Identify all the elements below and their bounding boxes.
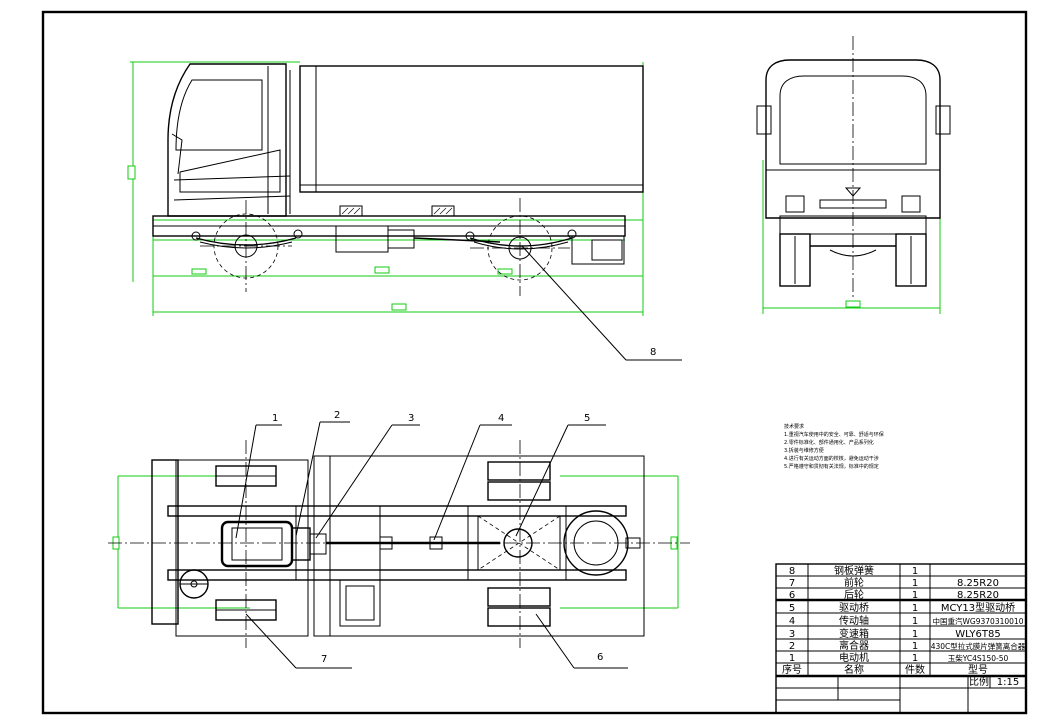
bom-row-5-model: MCY13型驱动桥	[941, 601, 1015, 614]
callout-6: 6	[597, 652, 603, 663]
callout-3: 3	[408, 413, 414, 424]
bom-row-1-name: 电动机	[839, 651, 869, 664]
bom-row-3-model: WLY6T85	[955, 629, 1000, 640]
bom-row-4-qty: 1	[912, 616, 918, 627]
scale-value: 1:15	[997, 677, 1019, 688]
callout-7: 7	[321, 654, 327, 665]
bom-header-model: 型号	[968, 663, 988, 676]
bom-row-5-no: 5	[789, 603, 795, 614]
side-view: 8	[127, 61, 682, 361]
bom-row-2-model: 430C型拉式膜片弹簧离合器	[931, 641, 1026, 651]
bom-row-7-no: 7	[789, 578, 795, 589]
bom-row-6-name: 后轮	[844, 588, 864, 601]
note-line-2: 2.零件标准化、部件通用化、产品系列化	[784, 439, 874, 446]
bom-row-2-name: 离合器	[839, 639, 869, 652]
callout-5: 5	[584, 413, 590, 424]
top-view: 1 2 3 4 5 6 7	[108, 410, 690, 669]
bom-row-2-no: 2	[789, 641, 795, 652]
bom-row-7-model: 8.25R20	[957, 578, 999, 589]
bom-row-1-model: 玉柴YC4S150-50	[948, 653, 1009, 663]
notes-title: 技术要求	[784, 423, 804, 430]
callout-1: 1	[272, 413, 278, 424]
bom-row-7-name: 前轮	[844, 576, 864, 589]
bom-header-qty: 件数	[905, 663, 925, 676]
bom-row-7-qty: 1	[912, 578, 918, 589]
bom-row-5-name: 驱动桥	[839, 602, 869, 614]
callout-2: 2	[334, 410, 340, 421]
bom-row-6-model: 8.25R20	[957, 590, 999, 601]
bom-row-3-no: 3	[789, 629, 795, 640]
note-line-5: 5.严格遵守和贯彻有关法规，标准中的规定	[784, 463, 879, 470]
bom-row-1-no: 1	[789, 653, 795, 664]
bom-row-6-no: 6	[789, 590, 795, 601]
note-line-4: 4.进行有关运动方面的校核，避免运动干涉	[784, 455, 879, 462]
bom-row-2-qty: 1	[912, 641, 918, 652]
bom-header-name: 名称	[844, 663, 864, 676]
bom-row-8-qty: 1	[912, 566, 918, 577]
callout-4: 4	[498, 413, 504, 424]
scale-label: 比例	[969, 675, 989, 688]
bom-row-4-no: 4	[789, 616, 795, 627]
bom-row-8-name: 钢板弹簧	[834, 564, 874, 577]
bom-header-no: 序号	[782, 663, 802, 676]
technical-notes: 技术要求 1.重视汽车使用中的安全、可靠、舒适与环保 2.零件标准化、部件通用化…	[784, 423, 884, 470]
bom-row-3-name: 变速箱	[839, 627, 869, 640]
bom-row-4-name: 传动轴	[839, 614, 869, 627]
front-view	[756, 36, 951, 314]
note-line-3: 3.拆装与维修方便	[784, 447, 824, 454]
note-line-1: 1.重视汽车使用中的安全、可靠、舒适与环保	[784, 431, 884, 438]
bom-row-5-qty: 1	[912, 603, 918, 614]
bom-row-8-no: 8	[789, 566, 795, 577]
bom-row-3-qty: 1	[912, 629, 918, 640]
callout-8: 8	[650, 347, 656, 358]
bom-row-6-qty: 1	[912, 590, 918, 601]
bom-row-4-model: 中国重汽WG9370310010	[933, 616, 1024, 626]
bom-row-1-qty: 1	[912, 653, 918, 664]
drawing-border	[41, 10, 1028, 715]
